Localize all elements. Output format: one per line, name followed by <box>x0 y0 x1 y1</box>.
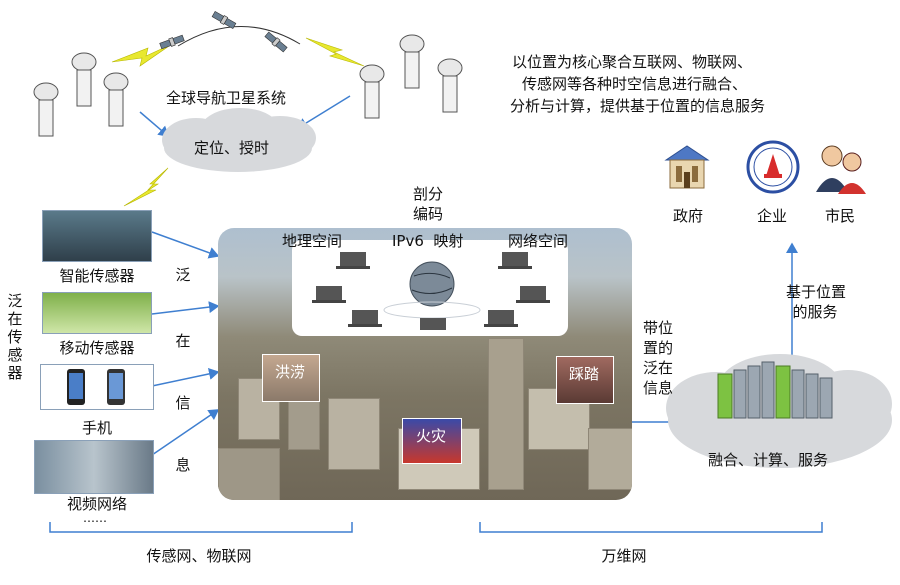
stampede-event-thumb <box>556 356 614 404</box>
ubiquitous-info-char-2: 在 <box>175 332 191 350</box>
fusion-cloud-label: 融合、计算、服务 <box>708 451 829 469</box>
user-citizen-label: 市民 <box>824 207 855 225</box>
core-statement-line1: 以位置为核心聚合互联网、物联网、 <box>512 53 753 71</box>
user-enterprise-label: 企业 <box>756 207 787 225</box>
flood-event-thumb <box>262 354 320 402</box>
server-rack-icon <box>717 361 833 419</box>
smart-sensor-image <box>42 210 152 262</box>
ground-station-icon <box>399 34 425 89</box>
location-service-line2: 的服务 <box>792 303 838 321</box>
more-sensors-ellipsis: …… <box>83 511 107 525</box>
ubiquitous-sensor-char-3: 传 <box>7 328 23 346</box>
arrow-video <box>151 409 220 456</box>
enterprise-logo-icon <box>746 140 800 194</box>
video-network-label: 视频网络 <box>66 495 127 513</box>
positioning-cloud-label: 定位、授时 <box>194 139 270 157</box>
fire-event-thumb <box>402 418 462 464</box>
positioning-cloud-shape <box>162 108 316 172</box>
phone-image <box>40 364 154 410</box>
arrow-phone <box>151 367 220 387</box>
stampede-event-label: 踩踏 <box>568 365 599 383</box>
government-icon <box>662 142 712 194</box>
located-info-line1: 带位 <box>642 319 673 337</box>
phone-icon <box>67 369 125 405</box>
lightning-right <box>305 37 365 67</box>
mobile-sensor-label: 移动传感器 <box>59 339 135 357</box>
arrow-mobile-sensor <box>151 301 220 315</box>
phone-label: 手机 <box>81 419 112 437</box>
bracket-right <box>479 522 823 533</box>
core-statement-line2: 传感网等各种时空信息进行融合、 <box>522 75 748 93</box>
world-wide-web-label: 万维网 <box>601 547 647 565</box>
ubiquitous-info-char-1: 泛 <box>175 266 191 284</box>
arrow-right-station-to-cloud <box>296 95 351 129</box>
ground-station-icon <box>359 64 385 119</box>
ubiquitous-sensor-char-2: 在 <box>7 310 23 328</box>
arrow-smart-sensor <box>151 231 220 259</box>
satellite-icon <box>211 10 237 30</box>
network-graphic <box>312 252 550 330</box>
ground-station-icon <box>437 58 463 113</box>
ground-station-icon <box>103 72 129 127</box>
video-network-image <box>34 440 154 494</box>
arrow-left-station-to-cloud <box>139 111 170 137</box>
smart-sensor-label: 智能传感器 <box>59 267 135 285</box>
ubiquitous-sensor-char-5: 器 <box>7 364 23 382</box>
satellite-orbit <box>177 26 301 47</box>
network-space-label: 网络空间 <box>508 232 569 250</box>
user-government-label: 政府 <box>672 207 703 225</box>
core-statement-line3: 分析与计算，提供基于位置的信息服务 <box>510 97 766 115</box>
network-mapping-panel <box>292 240 568 336</box>
satellite-icon <box>264 31 288 53</box>
lightning-down <box>123 167 169 207</box>
fire-event-label: 火灾 <box>415 427 446 445</box>
mobile-sensor-image <box>42 292 152 334</box>
bracket-left <box>49 522 353 533</box>
ubiquitous-info-char-3: 信 <box>175 394 191 412</box>
citizens-icon <box>812 142 868 196</box>
location-service-line1: 基于位置 <box>785 283 846 301</box>
sensor-iot-network-label: 传感网、物联网 <box>146 547 252 565</box>
geo-space-label: 地理空间 <box>282 232 343 250</box>
satellite-icon <box>159 34 185 50</box>
encoding-line2: 编码 <box>412 205 443 223</box>
located-info-line4: 信息 <box>642 379 673 397</box>
ubiquitous-sensor-char-4: 感 <box>7 346 23 364</box>
located-info-line2: 置的 <box>642 339 673 357</box>
ubiquitous-sensor-char-1: 泛 <box>7 292 23 310</box>
ubiquitous-info-char-4: 息 <box>175 456 191 474</box>
located-info-line3: 泛在 <box>642 359 673 377</box>
ipv6-mapping-label: IPv6 映射 <box>392 232 464 250</box>
ground-station-icon <box>33 82 59 137</box>
ground-station-icon <box>71 52 97 107</box>
flood-event-label: 洪涝 <box>274 363 305 381</box>
encoding-line1: 剖分 <box>412 185 443 203</box>
satellite-system-label: 全球导航卫星系统 <box>166 89 287 107</box>
